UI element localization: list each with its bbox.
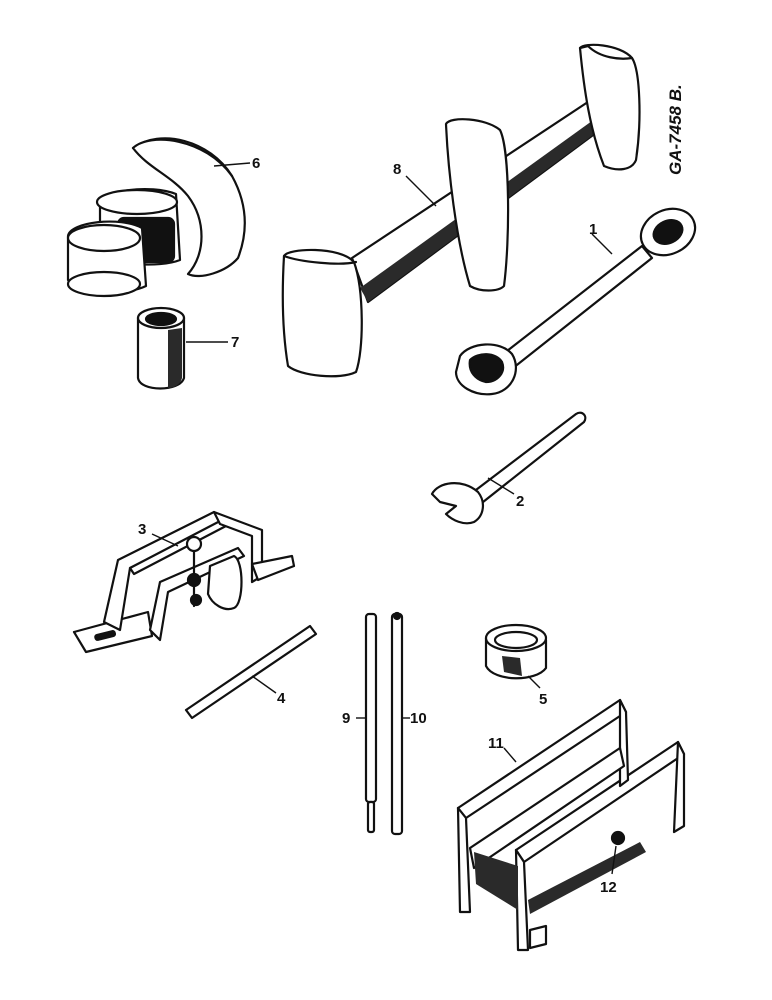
leader-6 xyxy=(213,162,251,167)
callout-11: 11 xyxy=(488,735,504,752)
callout-4: 4 xyxy=(277,690,286,707)
callout-9: 9 xyxy=(342,710,350,727)
part-8-plate-bar xyxy=(281,43,641,378)
drawing-reference: GA-7458 B. xyxy=(666,84,685,175)
callout-10: 10 xyxy=(410,710,427,727)
part-9-pin xyxy=(364,612,378,834)
callout-12: 12 xyxy=(600,879,617,896)
part-12-bolt xyxy=(610,830,626,846)
part-2-open-end-wrench xyxy=(430,411,587,525)
leader-2 xyxy=(487,477,515,495)
leader-8 xyxy=(405,175,437,207)
part-10-pin xyxy=(390,611,404,836)
part-5-ring xyxy=(484,623,548,680)
part-4-rod xyxy=(184,624,318,720)
callout-5: 5 xyxy=(539,691,547,708)
leader-5 xyxy=(527,675,541,689)
part-3-bracket-tool xyxy=(72,510,296,654)
callout-6: 6 xyxy=(252,155,260,172)
leader-12 xyxy=(611,845,617,875)
part-11-stand xyxy=(456,698,686,952)
callout-3: 3 xyxy=(138,521,146,538)
leader-11 xyxy=(503,747,517,763)
leader-4 xyxy=(251,675,277,694)
part-6-pulley-puller xyxy=(66,137,246,298)
part-7-sleeve xyxy=(136,306,186,390)
callout-7: 7 xyxy=(231,334,239,351)
leader-3 xyxy=(151,533,179,547)
leader-1 xyxy=(591,233,613,255)
part-1-combination-wrench xyxy=(454,207,697,396)
callout-2: 2 xyxy=(516,493,524,510)
callout-1: 1 xyxy=(589,221,597,238)
callout-8: 8 xyxy=(393,161,401,178)
